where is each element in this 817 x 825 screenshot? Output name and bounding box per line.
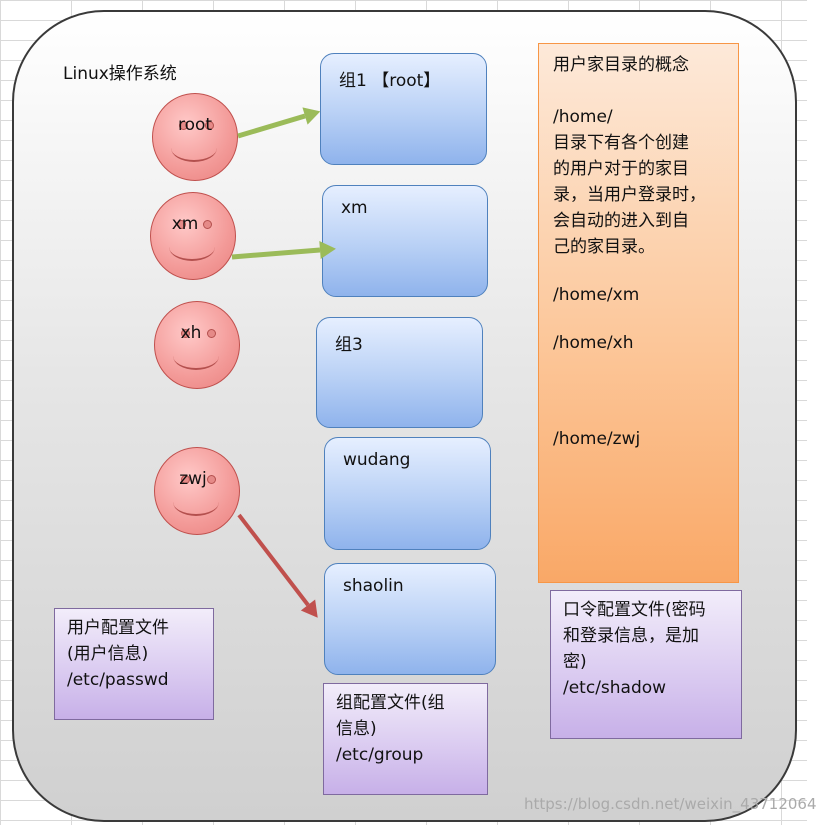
eye-icon	[205, 121, 214, 130]
arrowhead-icon	[302, 107, 321, 125]
smile-icon	[173, 488, 219, 516]
shadow-note: 口令配置文件(密码 和登录信息，是加 密) /etc/shadow	[550, 590, 742, 739]
note-line: 信息)	[336, 719, 377, 739]
eye-icon	[181, 329, 190, 338]
note-line: /etc/group	[336, 745, 424, 765]
arrowhead-icon	[319, 241, 336, 259]
note-line: (用户信息)	[67, 644, 149, 664]
group-label: xm	[341, 198, 368, 218]
home-desc-line: 会自动的进入到自	[553, 211, 689, 231]
passwd-note: 用户配置文件 (用户信息) /etc/passwd	[54, 608, 214, 720]
home-user-path: /home/zwj	[553, 429, 641, 449]
user-root-face: root	[152, 93, 238, 181]
note-line: /etc/shadow	[563, 678, 667, 698]
eye-icon	[177, 220, 186, 229]
note-line: 用户配置文件	[67, 618, 169, 638]
system-label: Linux操作系统	[63, 64, 177, 84]
note-line: 口令配置文件(密码	[563, 600, 706, 620]
home-desc-line: 的用户对于的家目	[553, 159, 689, 179]
arrow-root-to-group1	[237, 113, 306, 139]
smile-icon	[169, 233, 215, 261]
watermark: https://blog.csdn.net/weixin_43712064	[524, 795, 817, 813]
eye-icon	[179, 121, 188, 130]
smile-icon	[171, 134, 217, 162]
user-xh-face: xh	[154, 301, 240, 389]
home-title: 用户家目录的概念	[553, 55, 689, 75]
eye-icon	[203, 220, 212, 229]
user-name: zwj	[179, 469, 207, 489]
group-label: 组3	[335, 335, 363, 355]
group-label: wudang	[343, 450, 411, 470]
user-xm-face: xm	[150, 192, 236, 280]
arrowhead-icon	[300, 599, 318, 618]
group-box-3: 组3	[316, 317, 483, 428]
home-user-path: /home/xm	[553, 285, 640, 305]
user-name: xh	[180, 323, 202, 343]
eye-icon	[207, 329, 216, 338]
home-desc-line: 己的家目录。	[553, 237, 655, 257]
note-line: /etc/passwd	[67, 670, 169, 690]
note-line: 密)	[563, 652, 587, 672]
eye-icon	[207, 475, 216, 484]
group-box-wudang: wudang	[324, 437, 491, 550]
eye-icon	[181, 475, 190, 484]
note-line: 和登录信息，是加	[563, 626, 699, 646]
group-label: 组1 【root】	[339, 71, 441, 91]
group-label: shaolin	[343, 576, 404, 596]
home-desc-line: 目录下有各个创建	[553, 133, 689, 153]
arrow-xm-to-xm-group	[231, 247, 321, 260]
group-box-1: 组1 【root】	[320, 53, 487, 165]
group-box-shaolin: shaolin	[324, 563, 496, 675]
home-path: /home/	[553, 107, 613, 127]
user-zwj-face: zwj	[154, 447, 240, 535]
user-name: root	[177, 115, 213, 135]
smile-icon	[173, 342, 219, 370]
note-line: 组配置文件(组	[336, 693, 445, 713]
arrow-zwj-to-shaolin	[237, 513, 310, 607]
home-user-path: /home/xh	[553, 333, 634, 353]
home-desc-line: 录，当用户登录时，	[553, 185, 706, 205]
home-directory-concept-box: 用户家目录的概念 /home/ 目录下有各个创建 的用户对于的家目 录，当用户登…	[538, 43, 739, 583]
user-name: xm	[171, 214, 199, 234]
group-file-note: 组配置文件(组 信息) /etc/group	[323, 683, 488, 795]
group-box-xm: xm	[322, 185, 488, 297]
